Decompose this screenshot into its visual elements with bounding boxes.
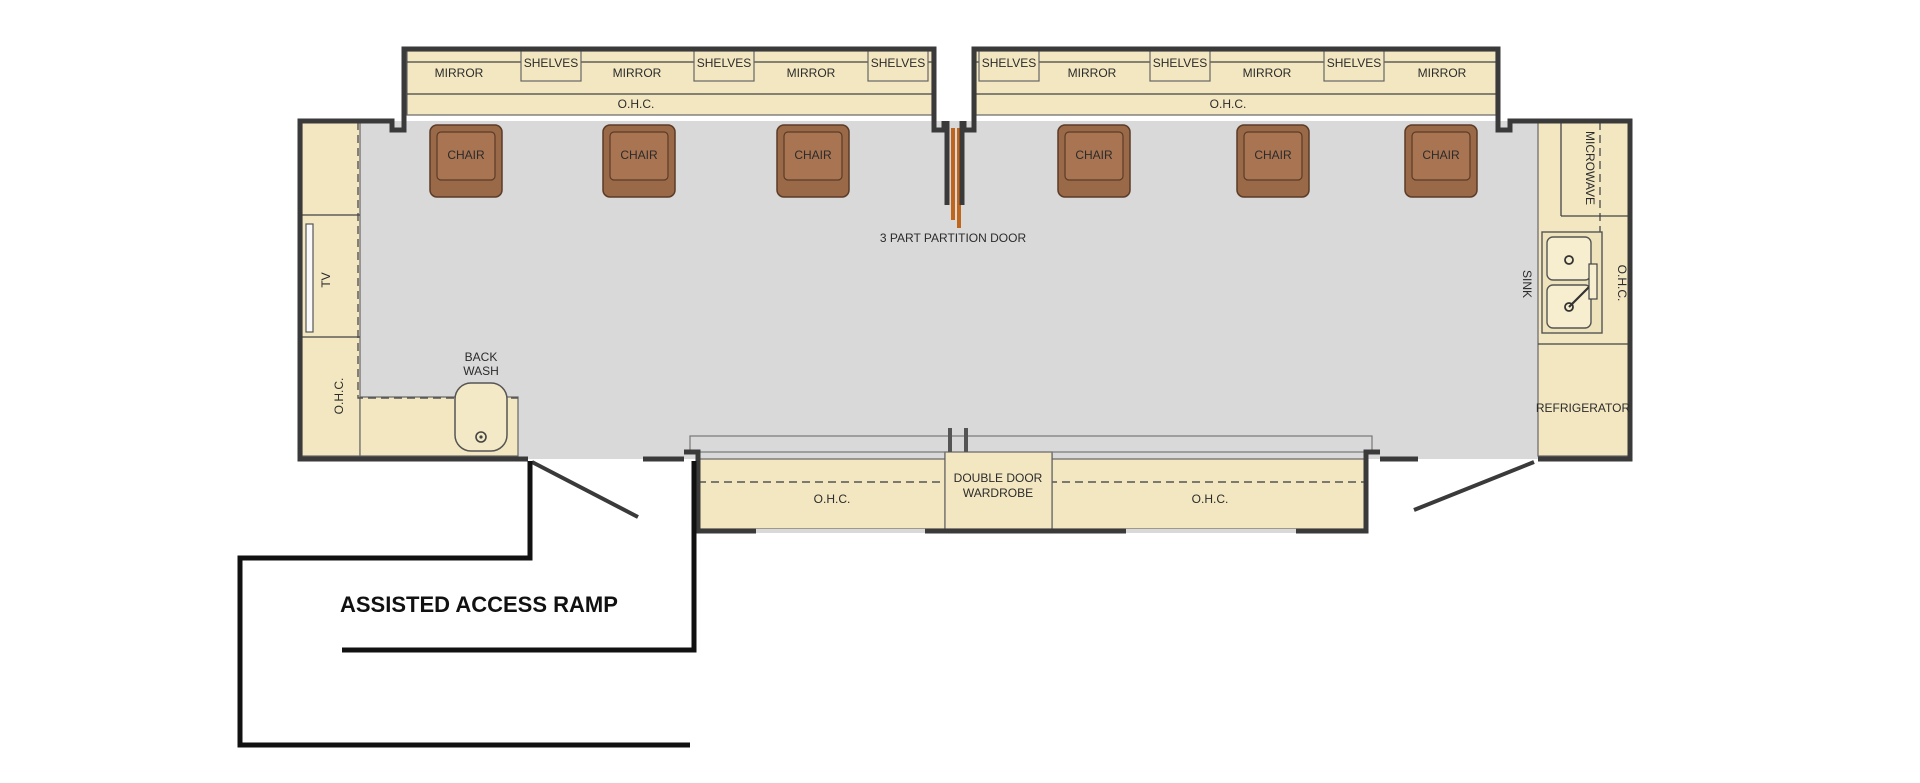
label-chair-4: CHAIR: [1075, 148, 1113, 162]
label-mirror-6: MIRROR: [1418, 66, 1467, 80]
access-ramp: [237, 461, 690, 748]
outer-wall-top: [297, 46, 1633, 462]
label-shelves-4: SHELVES: [982, 56, 1036, 70]
entry-door-right: [1413, 460, 1535, 512]
tv-screen: [305, 223, 314, 333]
label-chair-2: CHAIR: [620, 148, 658, 162]
label-sink: SINK: [1520, 270, 1534, 298]
label-shelves-1: SHELVES: [524, 56, 578, 70]
label-mirror-2: MIRROR: [613, 66, 662, 80]
label-mirror-3: MIRROR: [787, 66, 836, 80]
chair-6: [1404, 124, 1478, 198]
label-refrigerator: REFRIGERATOR: [1536, 401, 1631, 415]
label-wardrobe-1: DOUBLE DOOR: [954, 471, 1043, 485]
label-ohc-top-left: O.H.C.: [618, 97, 655, 111]
label-partition-door: 3 PART PARTITION DOOR: [880, 231, 1027, 245]
label-ohc-bottom-right: O.H.C.: [1192, 492, 1229, 506]
chair-4: [1057, 124, 1131, 198]
label-microwave: MICROWAVE: [1583, 131, 1597, 205]
chair-1: [429, 124, 503, 198]
label-ohc-left: O.H.C.: [332, 378, 346, 415]
label-tv: TV: [319, 272, 333, 287]
label-chair-3: CHAIR: [794, 148, 832, 162]
chair-labels: CHAIR CHAIR CHAIR CHAIR CHAIR CHAIR: [447, 148, 1460, 162]
label-back-wash-1: BACK: [465, 350, 498, 364]
label-shelves-6: SHELVES: [1327, 56, 1381, 70]
label-chair-6: CHAIR: [1422, 148, 1460, 162]
label-shelves-5: SHELVES: [1153, 56, 1207, 70]
chair-3: [776, 124, 850, 198]
wardrobe: [944, 451, 1053, 530]
label-chair-1: CHAIR: [447, 148, 485, 162]
label-mirror-5: MIRROR: [1243, 66, 1292, 80]
label-chair-5: CHAIR: [1254, 148, 1292, 162]
entry-door-left: [531, 460, 639, 519]
label-ohc-right: O.H.C.: [1615, 265, 1629, 302]
label-mirror-1: MIRROR: [435, 66, 484, 80]
label-shelves-2: SHELVES: [697, 56, 751, 70]
back-wash-sink: [454, 382, 508, 452]
label-ramp: ASSISTED ACCESS RAMP: [340, 592, 618, 617]
outer-wall-bottom: [643, 449, 1418, 534]
chair-5: [1236, 124, 1310, 198]
label-back-wash-2: WASH: [463, 364, 499, 378]
label-wardrobe-2: WARDROBE: [963, 486, 1033, 500]
cabinet-labels: MIRROR SHELVES MIRROR SHELVES MIRROR SHE…: [435, 56, 1467, 111]
chair-2: [602, 124, 676, 198]
label-ohc-bottom-left: O.H.C.: [814, 492, 851, 506]
top-left-cabinet: [406, 50, 933, 116]
label-shelves-3: SHELVES: [871, 56, 925, 70]
label-mirror-4: MIRROR: [1068, 66, 1117, 80]
label-ohc-top-right: O.H.C.: [1210, 97, 1247, 111]
